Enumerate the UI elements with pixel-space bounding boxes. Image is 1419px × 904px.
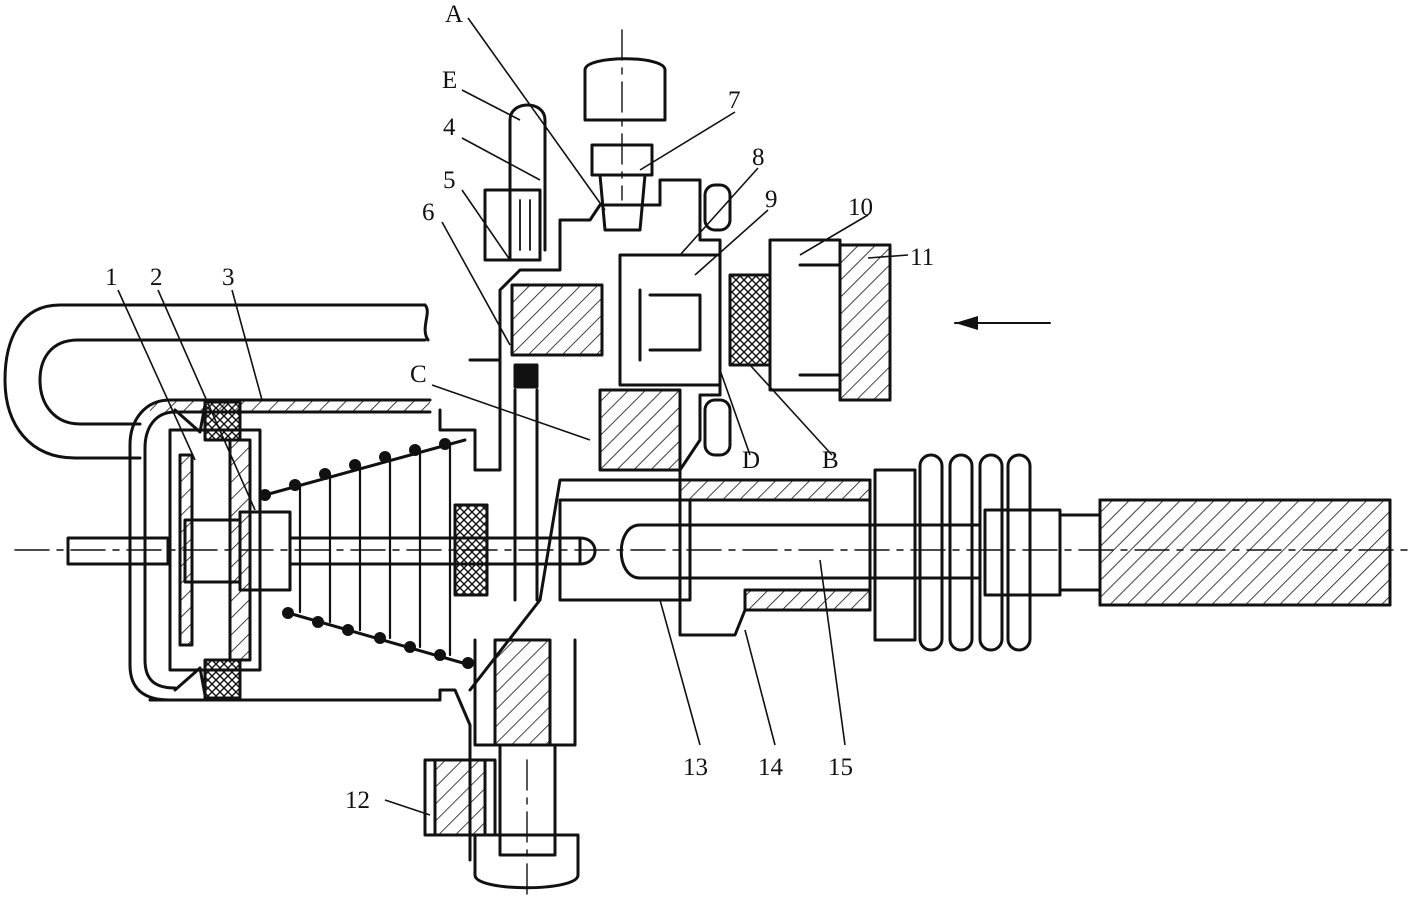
part-label-6: 6 xyxy=(422,199,435,226)
rod-stub xyxy=(66,536,170,566)
part-label-11: 11 xyxy=(910,244,934,271)
part-label-13: 13 xyxy=(683,754,708,781)
part-label-12: 12 xyxy=(345,787,370,814)
black-gasket xyxy=(513,363,539,389)
top-cap xyxy=(583,57,667,122)
part-label-5: 5 xyxy=(443,167,456,194)
poppet-chamber xyxy=(618,253,722,387)
inner-plunger xyxy=(558,498,692,602)
part-label-14: 14 xyxy=(758,754,784,781)
part-label-8: 8 xyxy=(752,144,765,171)
filter-element xyxy=(728,273,772,367)
rod-seal xyxy=(453,503,489,597)
point-label-b: B xyxy=(822,447,839,474)
part-label-15: 15 xyxy=(828,754,853,781)
u-pipe-end xyxy=(423,303,430,342)
part-label-1: 1 xyxy=(105,264,118,291)
cylinder-housing xyxy=(148,688,472,862)
part-label-4: 4 xyxy=(443,114,456,141)
return-spring-coils xyxy=(918,453,1032,652)
right-sleeve xyxy=(678,478,872,637)
part-label-3: 3 xyxy=(222,264,235,291)
cap-nut xyxy=(590,143,654,177)
point-label-e: E xyxy=(442,67,457,94)
point-label-d: D xyxy=(742,447,760,474)
point-label-a: A xyxy=(445,1,463,28)
bleed-tube xyxy=(508,103,547,262)
push-rod xyxy=(288,536,582,566)
right-flange xyxy=(873,468,917,642)
u-pipe-inner xyxy=(38,338,427,426)
leader-lines xyxy=(117,17,909,816)
lower-tube xyxy=(498,743,557,857)
part-labels: 1 2 3 4 5 6 7 8 9 10 11 12 13 14 15 A B … xyxy=(105,1,934,814)
cylinder-housing-inner xyxy=(143,410,432,690)
output-coupler xyxy=(983,508,1062,597)
bleed-fitting xyxy=(483,188,542,262)
part-label-2: 2 xyxy=(150,264,163,291)
part-label-10: 10 xyxy=(848,194,873,221)
u-pipe xyxy=(3,303,427,460)
spring-coils xyxy=(259,438,474,669)
o-rings-right xyxy=(703,183,732,457)
cone-spring xyxy=(263,438,472,667)
bottom-nut xyxy=(473,833,580,890)
point-label-c: C xyxy=(410,361,427,388)
valve-body xyxy=(468,178,722,692)
part-label-9: 9 xyxy=(765,186,778,213)
seal-ring-top xyxy=(203,400,242,442)
seal-ring-bottom xyxy=(203,658,242,700)
part-label-7: 7 xyxy=(728,87,741,114)
